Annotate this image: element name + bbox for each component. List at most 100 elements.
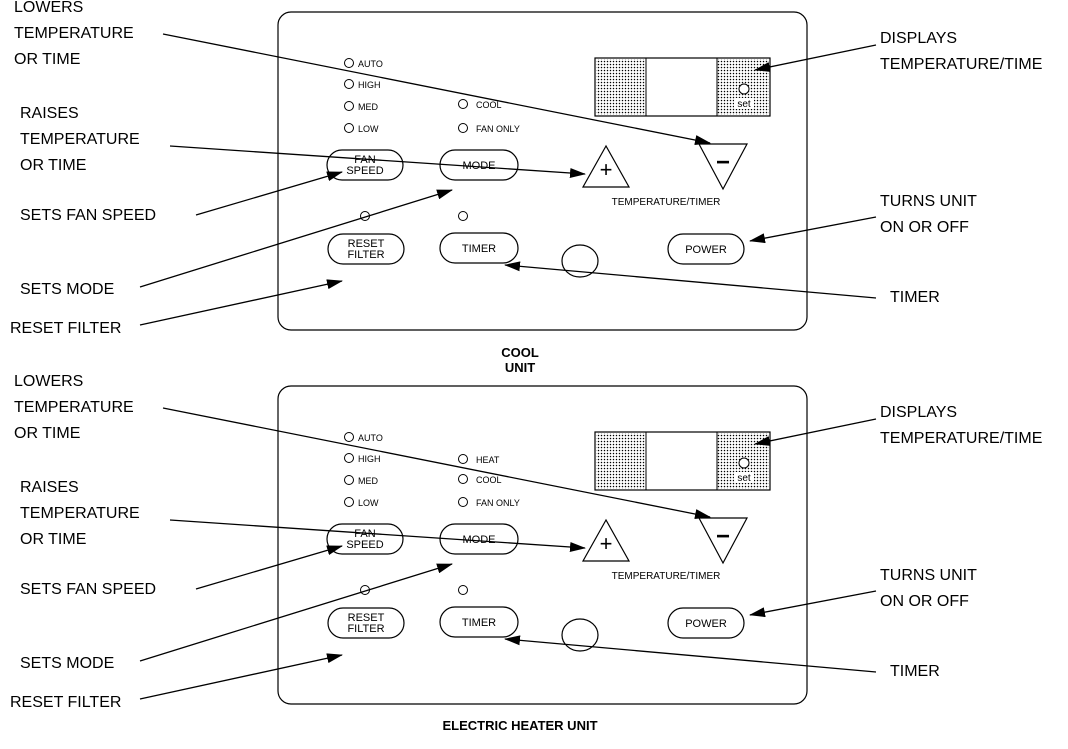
fan-speed-leader xyxy=(195,545,343,590)
power-button[interactable]: POWER xyxy=(667,607,745,639)
remote-sensor xyxy=(561,618,599,652)
sets-mode-callout-line: SETS MODE xyxy=(20,281,115,298)
sets-fan-speed-callout: SETS FAN SPEED xyxy=(20,203,156,229)
timer-led xyxy=(458,585,468,595)
turns-unit-on-off-callout-line: TURNS UNIT xyxy=(880,567,977,584)
fan-speed-button-label: SPEED xyxy=(346,539,383,551)
minus-icon: − xyxy=(716,149,730,176)
mode-indicator-label: FAN ONLY xyxy=(476,498,520,508)
reset-filter-button-label: RESET xyxy=(348,238,385,250)
temperature-down-button[interactable]: − xyxy=(698,143,748,191)
displays-temperature-callout-line: TEMPERATURE/TIME xyxy=(880,430,1043,447)
mode-button-label: MODE xyxy=(463,534,496,546)
timer-callout-line: TIMER xyxy=(890,663,940,680)
reset-filter-callout-line: RESET FILTER xyxy=(10,320,122,337)
lowers-temperature-callout-line: OR TIME xyxy=(14,51,81,68)
lowers-temperature-callout-line: OR TIME xyxy=(14,425,81,442)
panel-caption: UNIT xyxy=(504,360,536,375)
sets-mode-callout: SETS MODE xyxy=(20,277,114,303)
power-leader xyxy=(749,590,877,618)
mode-indicator-led xyxy=(458,99,468,109)
power-button[interactable]: POWER xyxy=(667,233,745,265)
mode-button-label: MODE xyxy=(463,160,496,172)
control-panel-frame xyxy=(277,385,808,705)
fan-indicator-label: AUTO xyxy=(358,433,383,443)
mode-indicator-led xyxy=(458,474,468,484)
sets-mode-callout-line: SETS MODE xyxy=(20,655,115,672)
timer-callout: TIMER xyxy=(890,659,940,685)
temperature-timer-label: TEMPERATURE/TIMER xyxy=(612,571,721,582)
reset-leader xyxy=(139,279,343,326)
minus-icon: − xyxy=(716,523,730,550)
display-leader xyxy=(754,418,877,446)
set-led xyxy=(738,83,750,95)
sets-fan-speed-callout-line: SETS FAN SPEED xyxy=(20,207,157,224)
raises-leader xyxy=(169,519,586,552)
turns-unit-on-off-callout-line: ON OR OFF xyxy=(880,593,969,610)
raises-temperature-callout-line: RAISES xyxy=(20,105,79,122)
fan-indicator-led xyxy=(344,475,354,485)
displays-temperature-callout-line: DISPLAYS xyxy=(880,404,958,421)
timer-button[interactable]: TIMER xyxy=(439,232,519,264)
turns-unit-on-off-callout: TURNS UNIT ON OR OFF xyxy=(880,563,977,615)
mode-button[interactable]: MODE xyxy=(439,523,519,555)
mode-leader xyxy=(139,189,453,288)
fan-indicator-label: LOW xyxy=(358,498,379,508)
fan-indicator-label: HIGH xyxy=(358,80,381,90)
timer-led xyxy=(458,211,468,221)
plus-icon: + xyxy=(600,531,613,556)
mode-indicator-led xyxy=(458,123,468,133)
raises-temperature-callout: RAISES TEMPERATURE OR TIME xyxy=(20,475,140,553)
temperature-up-button[interactable]: + xyxy=(581,144,631,188)
timer-leader xyxy=(504,635,877,673)
control-panel-frame xyxy=(277,11,808,331)
timer-button-label: TIMER xyxy=(462,617,496,629)
power-button-label: POWER xyxy=(685,244,727,256)
raises-temperature-callout-line: TEMPERATURE xyxy=(20,505,140,522)
timer-callout-line: TIMER xyxy=(890,289,940,306)
mode-indicator-label: COOL xyxy=(476,475,502,485)
power-button-label: POWER xyxy=(685,618,727,630)
mode-indicator-label: COOL xyxy=(476,100,502,110)
set-label: set xyxy=(737,99,751,110)
fan-indicator-led xyxy=(344,123,354,133)
turns-unit-on-off-callout-line: ON OR OFF xyxy=(880,219,969,236)
reset-filter-button-label: FILTER xyxy=(347,249,384,261)
temperature-down-button[interactable]: − xyxy=(698,517,748,565)
displays-temperature-callout-line: DISPLAYS xyxy=(880,30,958,47)
remote-sensor xyxy=(561,244,599,278)
mode-indicator-led xyxy=(458,454,468,464)
timer-button-label: TIMER xyxy=(462,243,496,255)
power-leader xyxy=(749,216,877,244)
fan-indicator-led xyxy=(344,432,354,442)
temperature-up-button[interactable]: + xyxy=(581,518,631,562)
raises-temperature-callout-line: RAISES xyxy=(20,479,79,496)
displays-temperature-callout: DISPLAYS TEMPERATURE/TIME xyxy=(880,400,1042,452)
fan-indicator-label: MED xyxy=(358,476,379,486)
mode-button[interactable]: MODE xyxy=(439,149,519,181)
lowers-leader xyxy=(162,33,711,145)
fan-indicator-label: HIGH xyxy=(358,454,381,464)
timer-button[interactable]: TIMER xyxy=(439,606,519,638)
mode-leader xyxy=(139,563,453,662)
reset-filter-callout-line: RESET FILTER xyxy=(10,694,122,711)
timer-leader xyxy=(504,261,877,299)
fan-indicator-led xyxy=(344,453,354,463)
fan-speed-button-label: FAN xyxy=(354,528,375,540)
mode-indicator-label: FAN ONLY xyxy=(476,124,520,134)
raises-leader xyxy=(169,145,586,178)
raises-temperature-callout-line: OR TIME xyxy=(20,531,87,548)
